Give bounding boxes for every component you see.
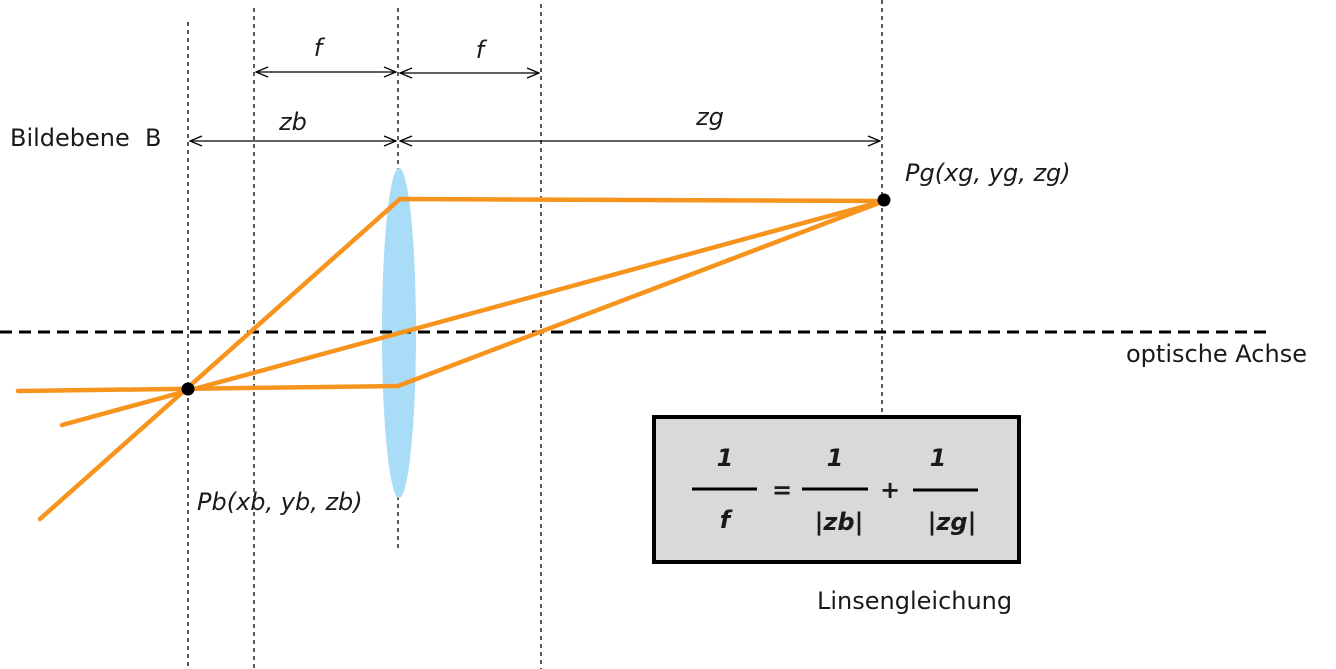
object-point-label: Pg(xg, yg, zg) <box>905 159 1071 187</box>
image-point-label: Pb(xb, yb, zb) <box>197 488 363 516</box>
lens-equation-box: 1 f = 1 |zb| + 1 |zg| <box>652 415 1021 564</box>
eq-plus: + <box>880 476 900 504</box>
image-point-dot <box>181 382 195 396</box>
focal-label-right: f <box>476 36 488 64</box>
zg-label: zg <box>695 103 724 131</box>
focal-label-left: f <box>314 34 326 62</box>
parallel-ray <box>37 196 887 522</box>
light-rays <box>15 196 887 522</box>
eq-term1-numerator: 1 <box>827 444 844 472</box>
focal-ray <box>15 198 887 394</box>
equation-caption: Linsengleichung <box>817 587 1012 615</box>
object-point-dot <box>877 193 891 207</box>
eq-equals: = <box>772 476 792 504</box>
eq-term1-denominator: |zb| <box>815 508 864 536</box>
eq-term2-numerator: 1 <box>930 444 947 472</box>
image-plane-label: Bildebene B <box>10 124 162 152</box>
eq-lhs-denominator: f <box>720 506 733 534</box>
eq-term2-denominator: |zg| <box>928 508 977 536</box>
optical-axis-label: optische Achse <box>1126 340 1307 368</box>
eq-lhs-numerator: 1 <box>717 444 734 472</box>
zb-label: zb <box>278 108 307 136</box>
